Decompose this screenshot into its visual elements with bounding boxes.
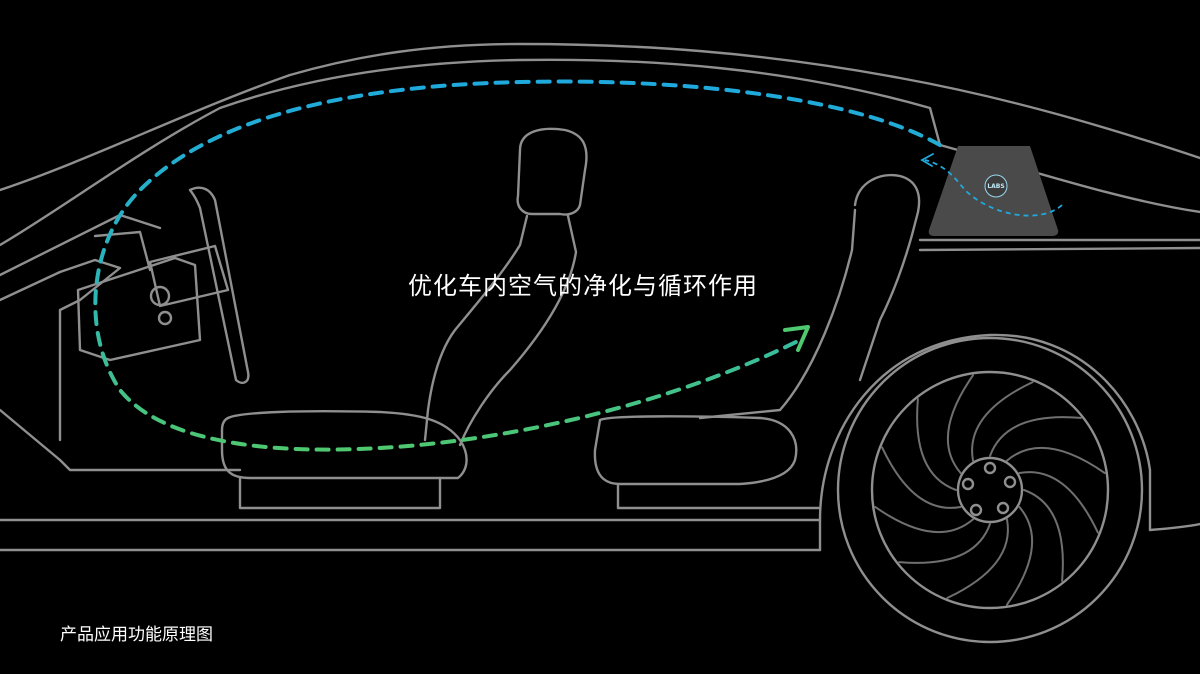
diagram-headline: 优化车内空气的净化与循环作用 — [408, 272, 758, 300]
airflow-arrow-icon — [93, 79, 1063, 452]
wheel-spoke — [1006, 506, 1034, 606]
diagram-caption: 产品应用功能原理图 — [60, 625, 213, 645]
air-purifier-icon: LABS — [928, 146, 1059, 236]
wheel-spoke — [971, 381, 1034, 462]
wheel-spoke — [989, 416, 1082, 457]
wheel-spoke — [898, 523, 991, 564]
seat-icon — [220, 127, 588, 510]
wheel-spoke — [916, 398, 957, 491]
wheel-spoke — [1018, 471, 1099, 534]
rear-seat-icon — [593, 173, 921, 510]
wheel-spoke — [946, 374, 974, 474]
wheel-spoke — [874, 506, 974, 534]
device-badge: LABS — [987, 183, 1004, 190]
wheel-spoke — [1006, 446, 1106, 474]
wheel-icon — [818, 333, 1152, 644]
wheel-spoke — [881, 446, 962, 509]
wheel-spoke — [946, 518, 1009, 599]
wheel-spoke — [1023, 489, 1064, 582]
car-outline-icon — [0, 42, 1200, 552]
steering-wheel-icon — [148, 186, 250, 384]
